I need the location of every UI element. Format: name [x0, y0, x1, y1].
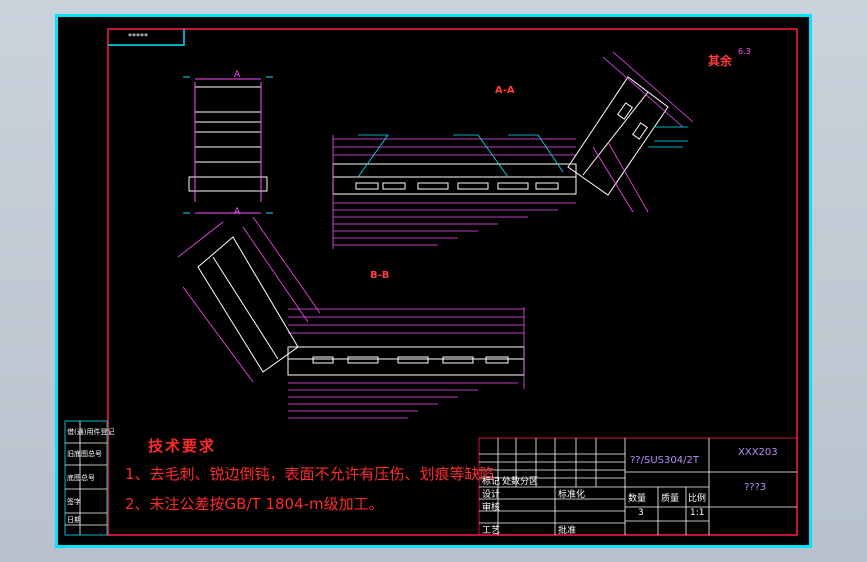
- zone-label: 分区: [520, 477, 539, 487]
- scale-value: 1:1: [690, 508, 705, 518]
- side-strip-item-2: 底图总号: [67, 474, 95, 482]
- view-bb-label: B-B: [370, 270, 390, 281]
- process-label: 工艺: [482, 526, 501, 536]
- end-view-label-a2: A: [234, 207, 241, 217]
- cad-viewport[interactable]: ***** 其余 6.3 A-A B-B A A 技术要求 1、去毛刺、锐边倒钝…: [55, 14, 812, 548]
- designer-label: 设计: [482, 490, 501, 500]
- weight-label: 质量: [661, 494, 680, 504]
- material-text: ??/SUS304/2T: [630, 455, 699, 466]
- requirements-title: 技术要求: [148, 437, 217, 455]
- section-aa: [332, 51, 694, 249]
- part-name: ???3: [744, 482, 767, 493]
- mark-label: 标记: [482, 477, 501, 487]
- requirements-line-1: 1、去毛刺、锐边倒钝，表面不允许有压伤、划痕等缺陷: [125, 465, 495, 483]
- drawing-number: XXX203: [738, 447, 778, 458]
- requirements-line-2: 2、未注公差按GB/T 1804-m级加工。: [125, 495, 384, 513]
- side-strip-item-0: 借(通)用件登记: [67, 428, 115, 436]
- corner-tag-text: *****: [128, 32, 148, 41]
- sheet-border: [107, 28, 798, 536]
- side-strip-item-1: 旧底图总号: [67, 450, 102, 458]
- roughness-value: 6.3: [738, 47, 751, 56]
- scale-label: 比例: [688, 494, 707, 504]
- side-strip-item-3: 签字: [67, 498, 81, 506]
- side-strip-item-4: 日期: [67, 516, 81, 524]
- quantity-value: 3: [638, 508, 644, 518]
- corner-tag-frame: [108, 29, 185, 46]
- title-block-grid: [478, 437, 798, 536]
- side-strip: [64, 420, 108, 536]
- standard-label: 标准化: [558, 490, 586, 500]
- roughness-note: 其余: [708, 54, 733, 68]
- drawing-canvas: [64, 28, 798, 536]
- section-bb: [177, 216, 525, 419]
- count-label: 处数: [502, 477, 521, 487]
- checker-label: 审核: [482, 503, 501, 513]
- quantity-label: 数量: [628, 494, 647, 504]
- view-aa-label: A-A: [495, 85, 515, 96]
- end-view-label-a1: A: [234, 70, 241, 80]
- approver-label: 批准: [558, 526, 577, 536]
- end-view: [183, 76, 273, 214]
